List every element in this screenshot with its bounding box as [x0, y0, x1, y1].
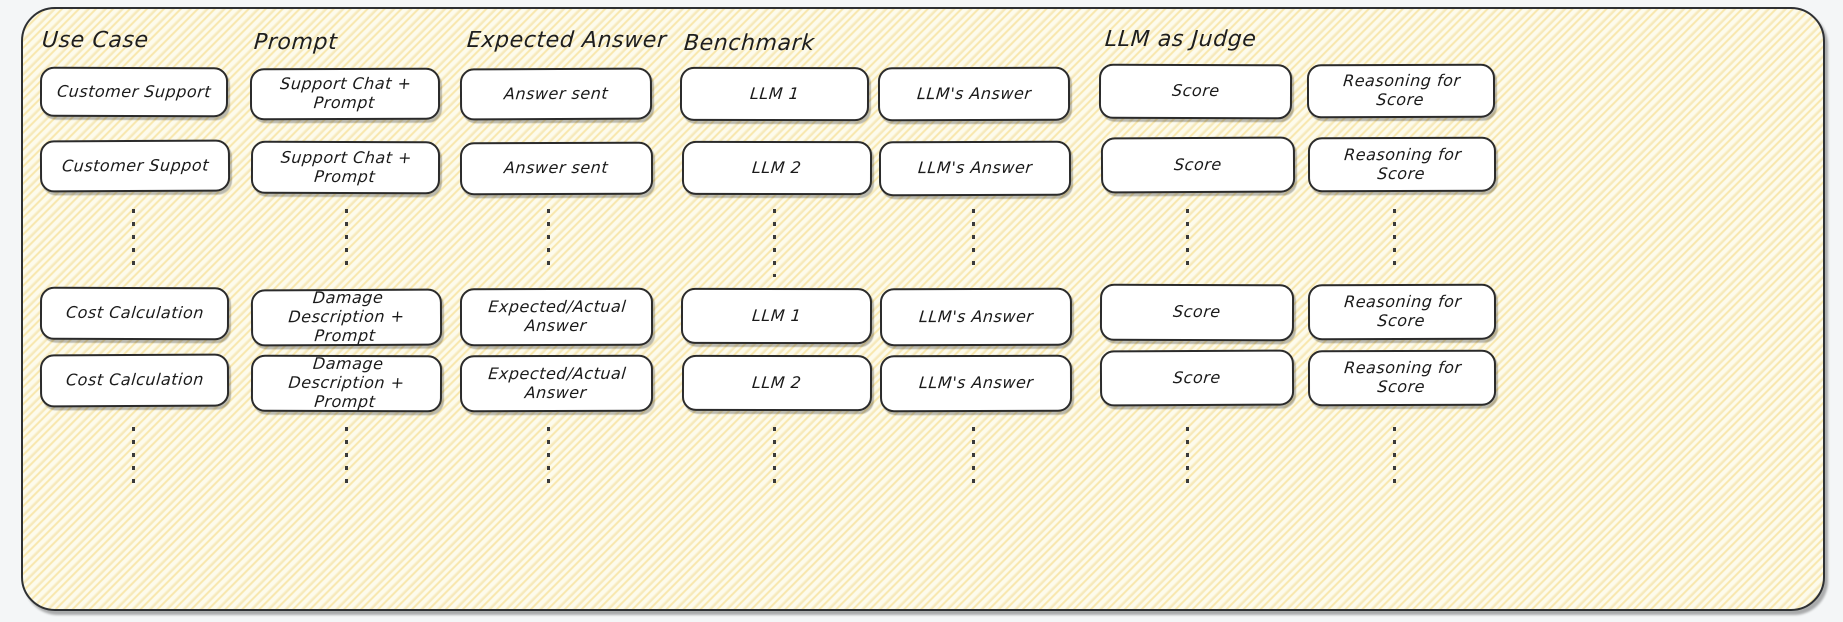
node-label: Reasoning for Score: [1343, 357, 1463, 397]
node-expected-answer-r2[interactable]: Answer sent: [459, 141, 654, 196]
column-header-use-case: Use Case: [41, 28, 150, 53]
node-label: LLM's Answer: [918, 372, 1035, 393]
node-expected-answer-r1[interactable]: Answer sent: [459, 67, 653, 121]
node-prompt-r1[interactable]: Support Chat + Prompt: [249, 67, 441, 121]
node-reasoning-r4[interactable]: Reasoning for Score: [1307, 349, 1497, 407]
node-label: LLM 2: [751, 372, 803, 392]
column-continuation-dots-benchmark-bottom: [773, 427, 776, 489]
node-label: Score: [1172, 367, 1222, 387]
column-continuation-dots-reasoning-mid: [1393, 209, 1396, 271]
node-label: Score: [1172, 301, 1222, 322]
node-label: Support Chat + Prompt: [279, 147, 413, 186]
diagram-panel: Use Case Prompt Expected Answer Benchmar…: [21, 7, 1825, 611]
node-label: Reasoning for Score: [1342, 70, 1462, 110]
column-header-benchmark: Benchmark: [683, 31, 816, 56]
column-continuation-dots-benchmark-mid: [773, 209, 776, 277]
node-label: Customer Suppot: [60, 155, 210, 175]
node-use-case-r3[interactable]: Cost Calculation: [39, 286, 230, 341]
node-prompt-r2[interactable]: Support Chat + Prompt: [250, 140, 441, 195]
node-expected-answer-r3[interactable]: Expected/Actual Answer: [459, 287, 654, 347]
node-llm-answer-r1[interactable]: LLM's Answer: [877, 66, 1071, 122]
column-continuation-dots-reasoning-bottom: [1393, 427, 1396, 489]
column-continuation-dots-prompt-mid: [345, 209, 348, 271]
node-score-r4[interactable]: Score: [1099, 349, 1295, 407]
node-label: Cost Calculation: [64, 302, 205, 323]
node-label: Answer sent: [503, 83, 609, 103]
node-reasoning-r2[interactable]: Reasoning for Score: [1307, 136, 1497, 193]
column-continuation-dots-llm-answer-mid: [972, 209, 975, 271]
node-use-case-r4[interactable]: Cost Calculation: [39, 353, 230, 408]
column-header-expected-answer: Expected Answer: [466, 28, 668, 53]
node-label: Reasoning for Score: [1343, 144, 1463, 183]
node-llm-answer-r3[interactable]: LLM's Answer: [879, 287, 1073, 347]
node-use-case-r1[interactable]: Customer Support: [39, 66, 229, 118]
node-label: LLM 1: [749, 83, 801, 103]
column-continuation-dots-use-case-mid: [132, 209, 135, 271]
node-label: Expected/Actual Answer: [487, 296, 628, 336]
node-label: LLM 2: [751, 157, 803, 177]
column-continuation-dots-score-mid: [1186, 209, 1189, 271]
node-reasoning-r3[interactable]: Reasoning for Score: [1307, 283, 1497, 341]
node-benchmark-r3[interactable]: LLM 1: [680, 287, 873, 345]
column-continuation-dots-use-case-bottom: [132, 427, 135, 489]
node-label: Cost Calculation: [64, 369, 205, 390]
node-label: Answer sent: [503, 157, 610, 178]
node-label: Damage Description + Prompt: [287, 354, 406, 412]
node-label: LLM 1: [751, 305, 803, 325]
node-label: Damage Description + Prompt: [287, 287, 406, 346]
node-label: Customer Support: [56, 81, 212, 101]
column-header-prompt: Prompt: [253, 30, 339, 55]
node-expected-answer-r4[interactable]: Expected/Actual Answer: [459, 354, 654, 413]
node-label: Score: [1173, 154, 1223, 174]
node-benchmark-r1[interactable]: LLM 1: [679, 66, 870, 122]
column-header-llm-as-judge: LLM as Judge: [1104, 27, 1258, 52]
node-llm-answer-r4[interactable]: LLM's Answer: [879, 354, 1073, 413]
node-use-case-r2[interactable]: Customer Suppot: [39, 139, 231, 193]
node-label: Support Chat + Prompt: [279, 73, 413, 113]
column-continuation-dots-prompt-bottom: [345, 427, 348, 489]
node-prompt-r3[interactable]: Damage Description + Prompt: [250, 287, 443, 347]
node-label: LLM's Answer: [918, 306, 1035, 326]
node-reasoning-r1[interactable]: Reasoning for Score: [1306, 63, 1496, 119]
node-score-r3[interactable]: Score: [1099, 283, 1295, 342]
node-score-r1[interactable]: Score: [1098, 63, 1293, 120]
node-benchmark-r4[interactable]: LLM 2: [681, 354, 873, 412]
node-label: LLM's Answer: [916, 83, 1033, 103]
node-label: Reasoning for Score: [1343, 291, 1463, 331]
node-label: Expected/Actual Answer: [487, 363, 628, 402]
column-continuation-dots-score-bottom: [1186, 427, 1189, 489]
node-llm-answer-r2[interactable]: LLM's Answer: [878, 140, 1072, 197]
node-label: Score: [1170, 80, 1221, 101]
node-benchmark-r2[interactable]: LLM 2: [681, 140, 873, 196]
node-label: LLM's Answer: [917, 157, 1034, 178]
node-prompt-r4[interactable]: Damage Description + Prompt: [250, 354, 443, 413]
column-continuation-dots-expected-bottom: [547, 427, 550, 489]
node-score-r2[interactable]: Score: [1100, 136, 1296, 194]
column-continuation-dots-expected-mid: [547, 209, 550, 271]
column-continuation-dots-llm-answer-bottom: [972, 427, 975, 489]
